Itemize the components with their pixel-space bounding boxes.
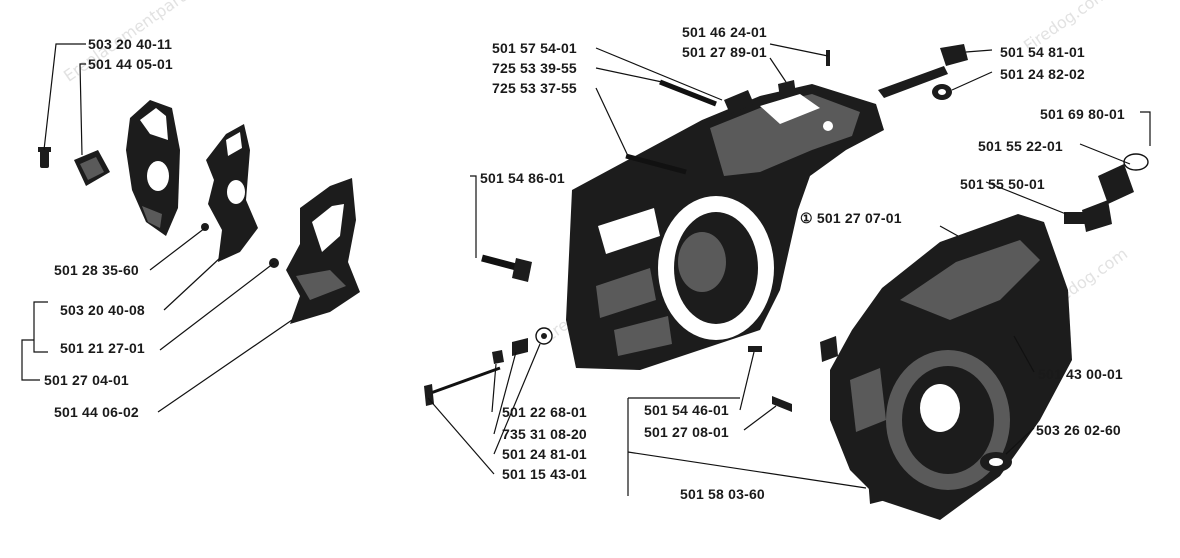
crankcase-half-501-43-00-01: [820, 214, 1072, 520]
label-501-22-68-01: 501 22 68-01: [502, 404, 587, 420]
label-501-69-80-01: 501 69 80-01: [1040, 106, 1125, 122]
label-503-20-40-11: 503 20 40-11: [88, 36, 173, 52]
label-501-44-06-02: 501 44 06-02: [54, 404, 139, 420]
small-parts-top-right: [878, 44, 1149, 232]
small-parts-center: [424, 50, 830, 412]
label-501-54-86-01: 501 54 86-01: [480, 170, 565, 186]
oil-pump-501-55-50-01: [1064, 153, 1149, 232]
label-501-55-22-01: 501 55 22-01: [978, 138, 1063, 154]
label-501-57-54-01: 501 57 54-01: [492, 40, 577, 56]
label-501-27-08-01: 501 27 08-01: [644, 424, 729, 440]
label-501-54-81-01: 501 54 81-01: [1000, 44, 1085, 60]
label-501-54-46-01: 501 54 46-01: [644, 402, 729, 418]
label-501-24-81-01: 501 24 81-01: [502, 446, 587, 462]
label-501-44-05-01: 501 44 05-01: [88, 56, 173, 72]
bolt-501-54-86-01: [481, 254, 532, 282]
screw-503-20-40-11: [38, 147, 51, 168]
guard-plate-501-28-35-60: [126, 100, 180, 236]
label-725-53-37-55: 725 53 37-55: [492, 80, 577, 96]
label-501-15-43-01: 501 15 43-01: [502, 466, 587, 482]
leaders-center-right: [427, 43, 1151, 496]
leaders-left: [21, 43, 293, 413]
label-501-28-35-60: 501 28 35-60: [54, 262, 139, 278]
label-503-20-40-08: 503 20 40-08: [60, 302, 145, 318]
label-501-21-27-01: 501 21 27-01: [60, 340, 145, 356]
label-501-58-03-60: 501 58 03-60: [680, 486, 765, 502]
label-501-27-04-01: 501 27 04-01: [44, 372, 129, 388]
label-735-31-08-20: 735 31 08-20: [502, 426, 587, 442]
label-501-24-82-02: 501 24 82-02: [1000, 66, 1085, 82]
guard-plate-501-44-06-02: [269, 178, 360, 324]
label-503-26-02-60: 503 26 02-60: [1036, 422, 1121, 438]
label-501-43-00-01: 501 43 00-01: [1038, 366, 1123, 382]
label-501-55-50-01: 501 55 50-01: [960, 176, 1045, 192]
label-725-53-39-55: 725 53 39-55: [492, 60, 577, 76]
guard-plate-501-21-27-01: [201, 124, 258, 262]
label-501-27-07-01: ① 501 27 07-01: [800, 210, 902, 226]
crankcase-half-501-27-07-01: [566, 84, 884, 370]
label-501-46-24-01: 501 46 24-01: [682, 24, 767, 40]
bracket-501-44-05-01: [74, 150, 110, 186]
label-501-27-89-01: 501 27 89-01: [682, 44, 767, 60]
